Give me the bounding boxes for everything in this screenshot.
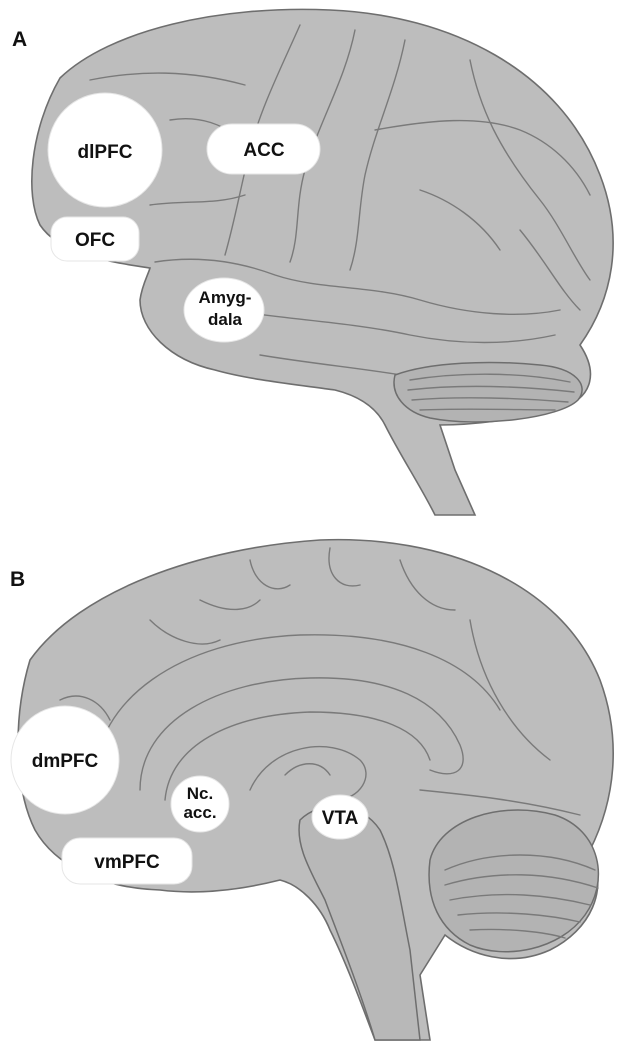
corpus-callosum-outer — [139, 677, 464, 791]
panel-a: A dlPFC ACC OFC Amyg- dala — [12, 8, 614, 516]
cerebellum-lateral — [393, 361, 583, 423]
lateral-brain-outline — [31, 8, 614, 516]
medial-gyri-line-2 — [149, 559, 456, 645]
nc-acc-label-line2: acc. — [183, 803, 216, 822]
calcarine-line — [419, 789, 581, 816]
amygdala-label-line2: dala — [208, 310, 243, 329]
corpus-callosum-inner — [164, 711, 431, 801]
vmpfc-region — [61, 837, 193, 885]
panel-b: B dmPFC vmPFC Nc. acc. VTA — [10, 538, 614, 1041]
occipital-sulcus-line — [519, 229, 581, 311]
parietal-gyrus-line — [419, 189, 501, 251]
medial-gyri-line-1 — [249, 547, 361, 590]
postcentral-sulcus-line — [349, 39, 406, 271]
amygdala-region — [183, 277, 265, 343]
dlpfc-label: dlPFC — [78, 142, 133, 163]
acc-region — [206, 123, 321, 175]
superior-temporal-sulcus-line — [229, 309, 556, 344]
superior-frontal-sulcus-line — [89, 72, 246, 86]
dlpfc-region — [47, 92, 163, 208]
dmpfc-label: dmPFC — [32, 751, 99, 772]
lateral-sulcus-line — [154, 258, 561, 315]
parieto-occipital-line — [469, 59, 591, 281]
nc-acc-region — [170, 775, 230, 833]
dmpfc-region — [10, 705, 120, 815]
panel-a-letter: A — [12, 28, 27, 51]
cerebellum-folia — [407, 373, 575, 411]
thalamus-line — [284, 763, 331, 776]
cingulate-sulcus-line — [94, 634, 501, 781]
amygdala-label-line1: Amyg- — [199, 288, 252, 307]
panel-b-letter: B — [10, 568, 25, 591]
ofc-label: OFC — [75, 230, 115, 251]
vmpfc-label: vmPFC — [94, 852, 160, 873]
medial-gyri-line-3 — [59, 599, 261, 721]
fornix-line — [249, 745, 367, 801]
ofc-region — [50, 216, 140, 262]
vta-region — [311, 794, 369, 840]
intraparietal-sulcus-line — [374, 119, 591, 196]
parieto-occipital-medial — [469, 619, 551, 761]
cerebellum-folia-medial — [444, 854, 599, 939]
inferior-frontal-sulcus-line — [149, 194, 246, 206]
cerebellum-medial — [428, 809, 600, 953]
acc-label: ACC — [243, 140, 284, 161]
vta-label: VTA — [322, 808, 359, 829]
nc-acc-label-line1: Nc. — [187, 784, 213, 803]
